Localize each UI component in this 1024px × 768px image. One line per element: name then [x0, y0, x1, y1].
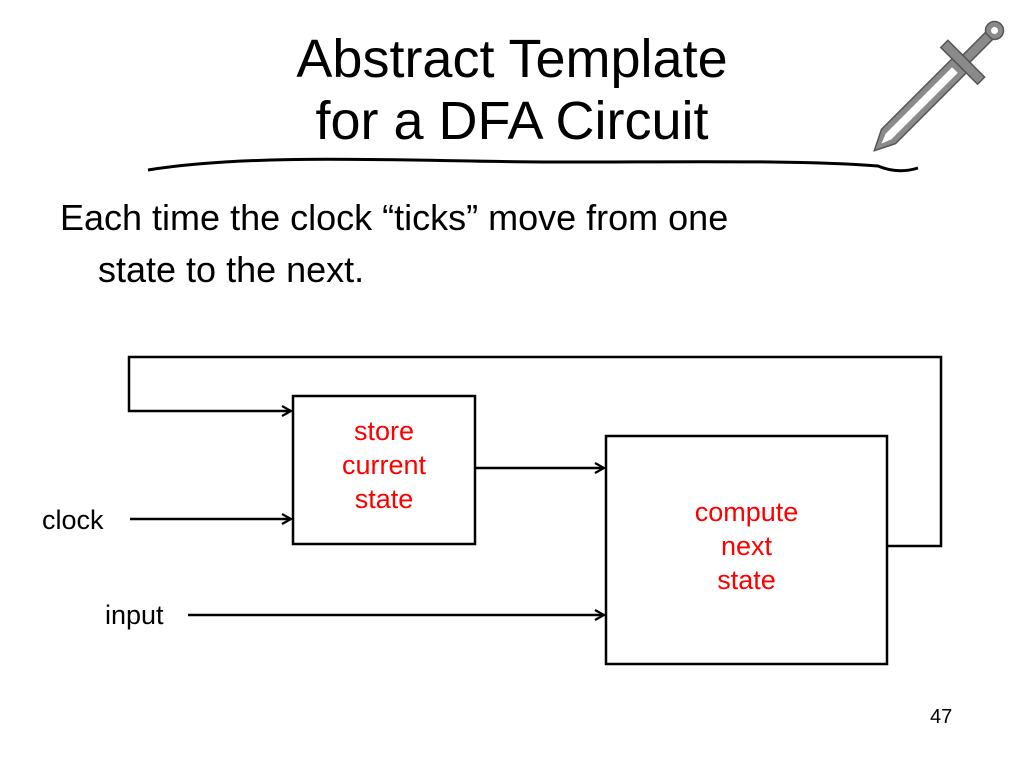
title-line-2: for a DFA Circuit [315, 91, 709, 151]
input-label: input [105, 600, 164, 630]
compute-label-line-1: compute [694, 497, 799, 527]
feedback-wire [127, 355, 943, 548]
compute-next-state-box [604, 434, 889, 666]
bullet-line-1: Each time the clock “ticks” move from on… [60, 197, 729, 238]
title-line-1: Abstract Template [296, 29, 728, 89]
store-box-label: store current state [293, 414, 475, 516]
compute-box-label: compute next state [606, 495, 887, 597]
store-label-line-2: current [341, 450, 427, 480]
title-underline [147, 157, 919, 173]
store-current-state-box [291, 394, 477, 546]
store-label-line-1: store [353, 416, 415, 446]
sword-icon [873, 20, 1005, 152]
page-title: Abstract Template for a DFA Circuit [0, 28, 1024, 152]
bullet-line-2: state to the next. [98, 249, 365, 290]
clock-label: clock [42, 505, 104, 535]
bullet-text: Each time the clock “ticks” move from on… [60, 192, 960, 296]
page-number: 47 [930, 706, 953, 728]
compute-label-line-3: state [717, 565, 776, 595]
store-label-line-3: state [354, 484, 414, 514]
compute-label-line-2: next [720, 531, 773, 561]
